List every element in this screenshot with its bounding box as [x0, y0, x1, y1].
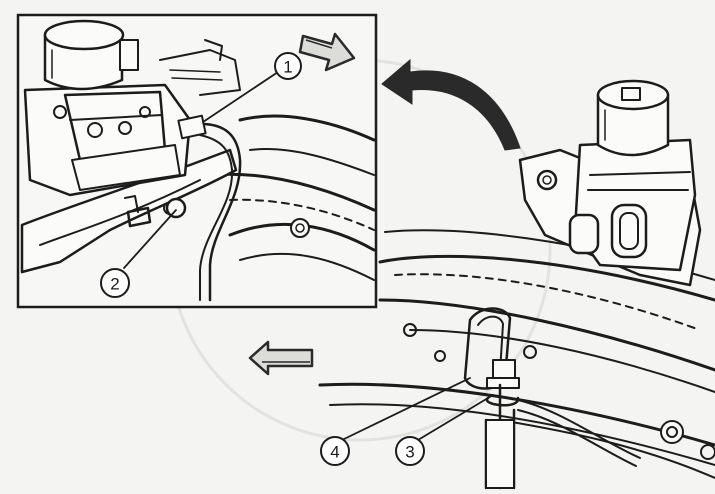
callout-2-label: 2: [110, 275, 119, 294]
brake-tube-clip: [463, 307, 641, 490]
abs-actuator-main: [518, 79, 702, 287]
abs-actuator-detail: [23, 19, 241, 197]
callout-3: 3: [395, 436, 425, 466]
detail-view: 1 2: [16, 13, 378, 309]
callout-1: 1: [274, 52, 302, 80]
curved-pointer-arrow: [381, 58, 521, 151]
brake-tube-detail: [177, 114, 242, 302]
callout-1-label: 1: [283, 58, 292, 77]
callout-4: 4: [320, 436, 350, 466]
front-arrow-main: [248, 340, 314, 376]
mounting-bolt-detail: [124, 195, 187, 228]
callout-3-label: 3: [405, 443, 414, 462]
callout-4-label: 4: [330, 443, 339, 462]
callout-2: 2: [100, 268, 130, 298]
main-view: [318, 58, 715, 490]
